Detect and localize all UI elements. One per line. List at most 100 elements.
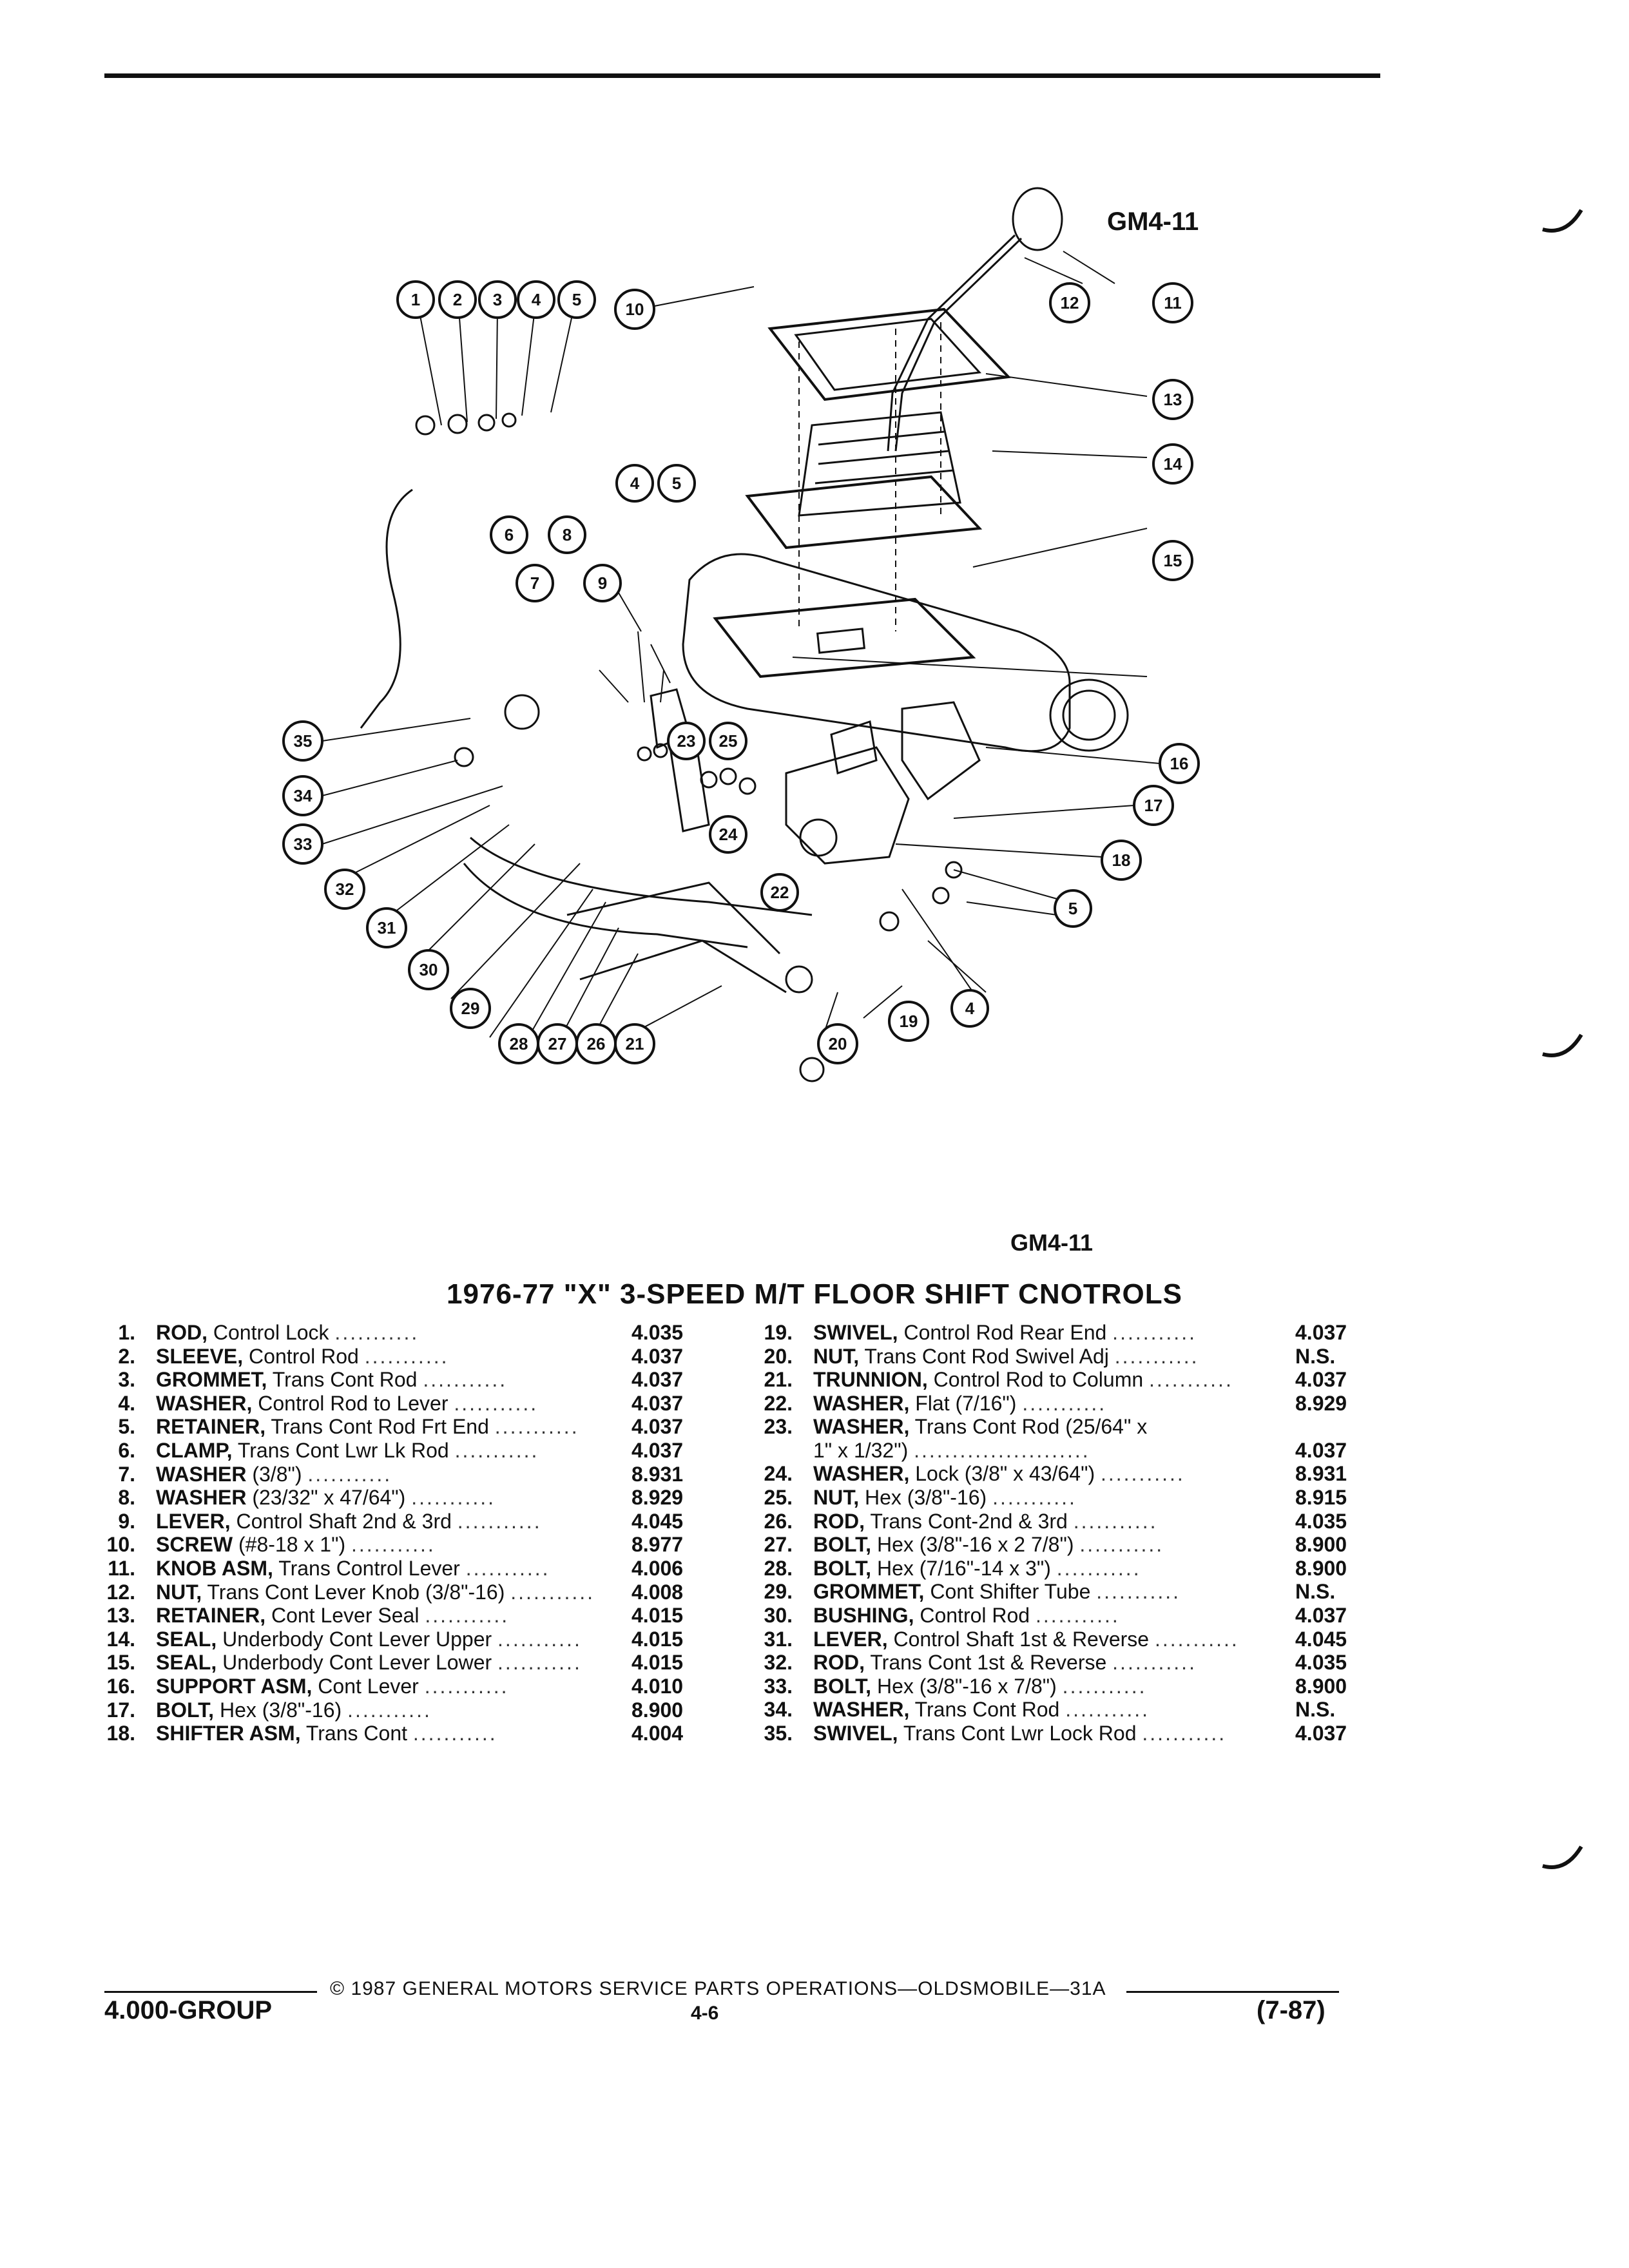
part-name: WASHER	[156, 1462, 247, 1486]
part-number: 3.	[118, 1368, 135, 1392]
part-description: SLEEVE, Control Rod ...........	[156, 1344, 449, 1368]
part-description: BOLT, Hex (7/16"-14 x 3") ...........	[813, 1556, 1141, 1580]
part-name: SHIFTER ASM,	[156, 1722, 301, 1745]
lower-seal	[713, 597, 976, 678]
part-detail: Control Rod to Column	[933, 1368, 1144, 1392]
part-name: TRUNNION,	[813, 1368, 928, 1392]
svg-text:2: 2	[453, 290, 462, 309]
part-description: WASHER (3/8") ...........	[156, 1462, 392, 1486]
part-number: 9.	[118, 1509, 135, 1533]
part-group-code: 4.035	[631, 1321, 684, 1344]
part-group-code: 8.929	[1295, 1391, 1347, 1415]
part-name: LEVER,	[156, 1509, 231, 1533]
svg-text:16: 16	[1170, 754, 1189, 773]
part-detail: (#8-18 x 1")	[238, 1533, 346, 1557]
part-detail: (3/8")	[252, 1462, 302, 1486]
part-description: RETAINER, Trans Cont Rod Frt End .......…	[156, 1415, 579, 1439]
part-group-code: 4.015	[631, 1604, 684, 1628]
svg-text:5: 5	[672, 474, 681, 493]
part-group-code: 4.037	[631, 1415, 684, 1439]
callout-20: 20	[817, 1023, 858, 1064]
part-detail: Hex (3/8"-16)	[865, 1485, 987, 1509]
svg-text:35: 35	[294, 731, 313, 751]
part-detail: Trans Cont Rod (25/64" x	[914, 1415, 1148, 1439]
part-group-code: 8.929	[631, 1486, 684, 1510]
shifter-assembly	[785, 746, 910, 865]
callout-12: 12	[1049, 282, 1090, 323]
part-number: 31.	[764, 1627, 793, 1651]
part-detail: Control Rod	[249, 1344, 359, 1368]
part-name: SUPPORT ASM,	[156, 1674, 313, 1698]
callout-18: 18	[1101, 840, 1142, 881]
part-name: WASHER,	[813, 1698, 910, 1722]
part-group-code: 8.915	[1295, 1485, 1347, 1509]
callout-25: 25	[709, 722, 747, 760]
part-detail: Control Rod to Lever	[258, 1391, 448, 1415]
boot-seal	[798, 411, 961, 517]
svg-text:32: 32	[336, 879, 354, 899]
callout-5: 5	[557, 280, 596, 319]
part-number: 27.	[764, 1533, 793, 1557]
footer-copyright: © 1987 GENERAL MOTORS SERVICE PARTS OPER…	[330, 1978, 1106, 1999]
part-number: 15.	[106, 1651, 135, 1675]
callout-5c: 5	[1054, 889, 1092, 928]
callout-10: 10	[614, 289, 655, 330]
svg-text:22: 22	[771, 883, 789, 902]
part-name: SEAL,	[156, 1651, 217, 1675]
part-group-code: 4.037	[1295, 1721, 1347, 1745]
part-description: BOLT, Hex (3/8"-16 x 7/8") ...........	[813, 1674, 1147, 1698]
part-name: LEVER,	[813, 1627, 888, 1651]
part-number: 29.	[764, 1580, 793, 1604]
part-name: ROD,	[813, 1651, 865, 1675]
part-description: BOLT, Hex (3/8"-16 x 2 7/8") ...........	[813, 1533, 1164, 1557]
svg-text:4: 4	[630, 474, 640, 493]
part-name: SCREW	[156, 1533, 233, 1557]
part-name: RETAINER,	[156, 1415, 266, 1439]
part-number: 17.	[106, 1698, 135, 1722]
part-group-code: 4.035	[1295, 1509, 1347, 1533]
svg-text:30: 30	[419, 960, 438, 979]
part-number: 10.	[106, 1533, 135, 1557]
svg-text:8: 8	[563, 525, 572, 544]
part-group-code: 4.010	[631, 1674, 684, 1698]
part-number: 28.	[764, 1556, 793, 1580]
part-number: 35.	[764, 1721, 793, 1745]
part-group-code: N.S.	[1295, 1344, 1336, 1368]
part-group-code: 4.037	[1295, 1603, 1347, 1627]
part-number: 34.	[764, 1698, 793, 1722]
part-description: GROMMET, Trans Cont Rod ...........	[156, 1368, 508, 1392]
part-detail: Underbody Cont Lever Upper	[222, 1627, 492, 1651]
part-number: 1.	[118, 1321, 135, 1344]
part-description-cont: 1" x 1/32") .......................	[813, 1438, 1090, 1462]
svg-text:10: 10	[626, 300, 644, 319]
svg-text:14: 14	[1164, 454, 1182, 474]
svg-text:12: 12	[1061, 293, 1079, 312]
svg-text:3: 3	[493, 290, 502, 309]
part-number: 12.	[106, 1580, 135, 1604]
shift-lever	[894, 237, 1023, 452]
callout-21: 21	[614, 1023, 655, 1064]
svg-text:5: 5	[1068, 899, 1077, 918]
part-name: SEAL,	[156, 1627, 217, 1651]
callout-1: 1	[396, 280, 435, 319]
part-description: NUT, Trans Cont Rod Swivel Adj .........…	[813, 1344, 1199, 1368]
part-group-code: 8.900	[631, 1698, 684, 1722]
part-description: ROD, Trans Cont-2nd & 3rd ...........	[813, 1509, 1158, 1533]
part-group-code: 4.037	[1295, 1321, 1347, 1344]
part-number: 21.	[764, 1368, 793, 1392]
part-description: SEAL, Underbody Cont Lever Upper .......…	[156, 1627, 582, 1651]
part-detail: Cont Shifter Tube	[930, 1580, 1091, 1604]
part-group-code: N.S.	[1295, 1580, 1336, 1604]
part-detail: Hex (3/8"-16)	[219, 1698, 342, 1722]
svg-text:33: 33	[294, 834, 313, 854]
svg-text:15: 15	[1164, 551, 1182, 570]
control-rod-1st-reverse	[470, 836, 813, 916]
part-group-code: 8.977	[631, 1533, 684, 1557]
margin-tick-mark	[1542, 1845, 1583, 1869]
callout-33: 33	[282, 823, 323, 865]
part-description: BUSHING, Control Rod ...........	[813, 1603, 1120, 1627]
part-detail: Trans Cont Rod Frt End	[271, 1415, 489, 1439]
part-name: BOLT,	[813, 1533, 872, 1557]
part-description: TRUNNION, Control Rod to Column ........…	[813, 1368, 1233, 1392]
part-name: WASHER,	[813, 1462, 910, 1486]
